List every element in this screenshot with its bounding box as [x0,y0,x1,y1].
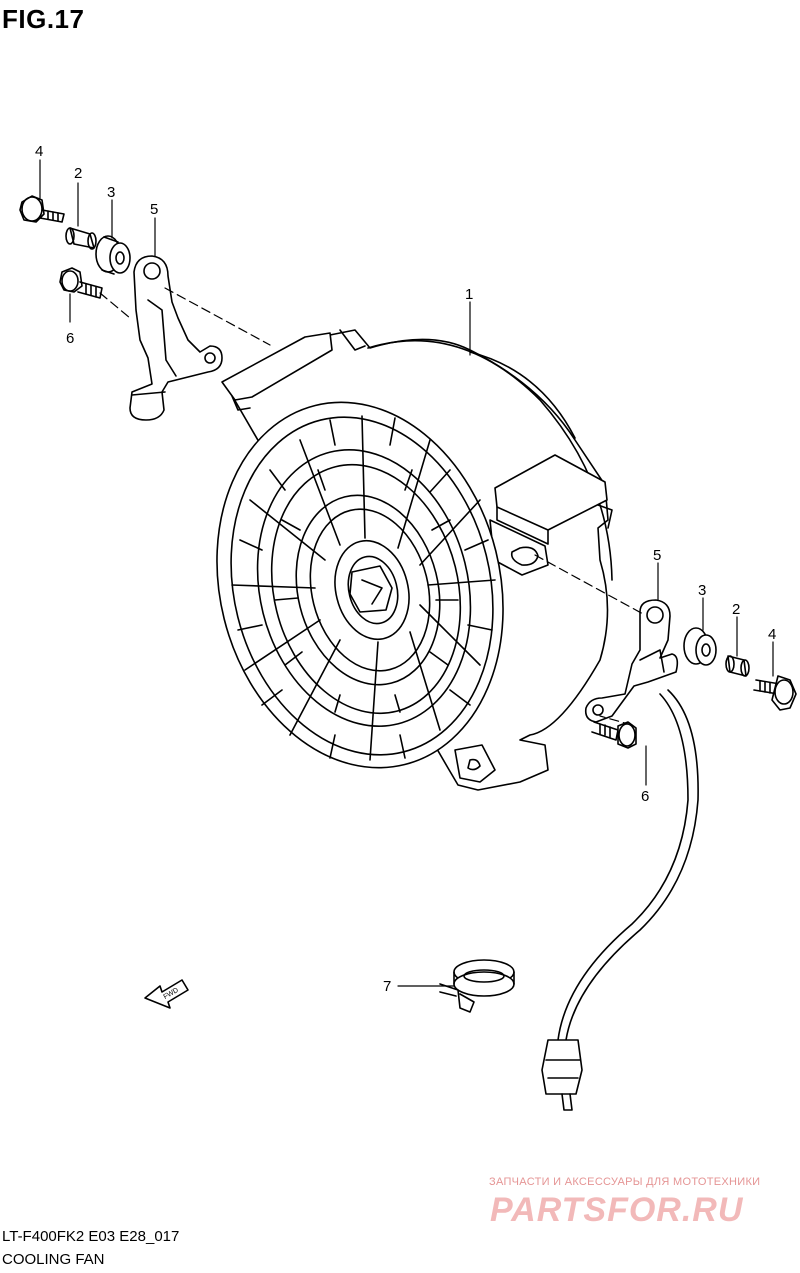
figure-name: COOLING FAN [2,1251,105,1268]
callout-7: 7 [383,978,391,995]
collar-left [65,227,97,250]
flange-bolt-left [19,195,65,223]
wire-harness [541,689,699,1111]
grommet-left [95,235,131,275]
hex-bolt-left [59,267,103,299]
model-code: LT-F400FK2 E03 E28_017 [2,1228,180,1245]
grommet-right [683,627,717,666]
assembly-guide-lines [99,287,646,726]
cooling-fan-assembly [216,329,613,791]
watermark-tagline: ЗАПЧАСТИ И АКСЕССУАРЫ ДЛЯ МОТОТЕХНИКИ [489,1176,761,1188]
callout-2-left: 2 [74,165,82,182]
callout-5-left: 5 [150,201,158,218]
flange-bolt-right [753,675,797,711]
hose-clamp [439,959,515,1013]
callout-2-right: 2 [732,601,740,618]
callout-6-right: 6 [641,788,649,805]
callout-4-right: 4 [768,626,776,643]
leader-lines [39,159,774,987]
hex-bolt-right [591,721,637,749]
watermark-logo: PARTSFOR.RU [490,1191,744,1229]
figure-title: FIG.17 [2,4,85,34]
callout-3-right: 3 [698,582,706,599]
bracket-right [584,599,679,723]
callout-6-left: 6 [66,330,74,347]
callout-5-right: 5 [653,547,661,564]
collar-right [725,655,750,677]
bracket-left [129,255,223,421]
fwd-direction-arrow: FWD [144,979,189,1009]
callout-1: 1 [465,286,473,303]
callout-4-left: 4 [35,143,43,160]
callout-3-left: 3 [107,184,115,201]
